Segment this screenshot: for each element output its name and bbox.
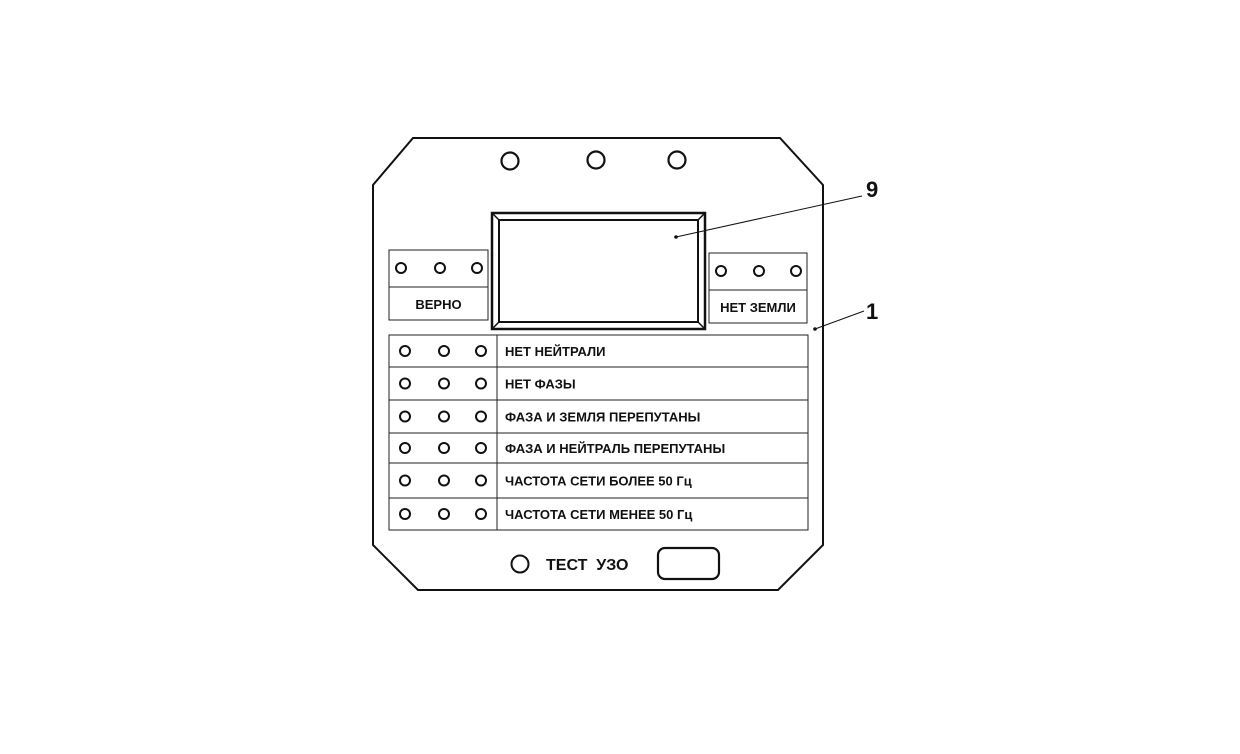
led-ring-icon (475, 345, 487, 357)
fault-row: НЕТ НЕЙТРАЛИ (388, 334, 809, 368)
test-button-icon[interactable] (656, 546, 721, 581)
led-ring-icon (475, 377, 487, 390)
led-ring-icon (753, 265, 765, 277)
fault-row: ЧАСТОТА СЕТИ МЕНЕЕ 50 Гц (388, 497, 809, 531)
callout-panel: 1 (813, 299, 878, 331)
led-ring-icon (475, 410, 487, 423)
led-ring-icon (586, 150, 606, 170)
led-ring-icon (475, 508, 487, 520)
fault-row: ФАЗА И НЕЙТРАЛЬ ПЕРЕПУТАНЫ (388, 432, 809, 464)
led-ring-icon (715, 265, 727, 277)
led-ring-icon (500, 151, 520, 171)
indicator-no-ground: НЕТ ЗЕМЛИ (708, 252, 808, 324)
test-rcd-group: ТЕСТ УЗО (510, 546, 721, 581)
callout-label-display: 9 (866, 177, 878, 202)
led-ring-icon (395, 262, 407, 274)
led-ring-icon (438, 442, 450, 454)
fault-row-label: ФАЗА И ЗЕМЛЯ ПЕРЕПУТАНЫ (505, 410, 700, 425)
fault-row: ЧАСТОТА СЕТИ БОЛЕЕ 50 Гц (388, 462, 809, 499)
led-ring-icon (399, 474, 411, 487)
fault-row-label: ЧАСТОТА СЕТИ БОЛЕЕ 50 Гц (505, 474, 692, 489)
fault-row-label: ЧАСТОТА СЕТИ МЕНЕЕ 50 Гц (505, 507, 692, 522)
fault-row-label: ФАЗА И НЕЙТРАЛЬ ПЕРЕПУТАНЫ (505, 441, 725, 456)
led-ring-icon (434, 262, 446, 274)
led-ring-icon (475, 442, 487, 454)
fault-row-label: НЕТ ФАЗЫ (505, 377, 576, 392)
fault-indicator-table: НЕТ НЕЙТРАЛИ НЕТ ФАЗЫ ФАЗА И ЗЕМЛЯ ПЕРЕПУТ… (388, 334, 809, 531)
indicator-correct-label: ВЕРНО (415, 297, 461, 312)
led-ring-icon (667, 150, 687, 170)
led-ring-icon (399, 442, 411, 454)
led-ring-icon (399, 345, 411, 357)
fault-row: НЕТ ФАЗЫ (388, 366, 809, 401)
led-ring-icon (790, 265, 802, 277)
display-window (490, 211, 707, 331)
led-ring-icon (399, 508, 411, 520)
indicator-correct: ВЕРНО (388, 249, 489, 321)
led-ring-icon (438, 345, 450, 357)
led-ring-icon (438, 508, 450, 520)
top-led-group (500, 150, 687, 171)
indicator-no-ground-label: НЕТ ЗЕМЛИ (720, 300, 796, 315)
callout-display: 9 (674, 177, 878, 239)
led-ring-icon (438, 474, 450, 487)
led-ring-icon (399, 377, 411, 390)
led-ring-icon (475, 474, 487, 487)
led-ring-icon (438, 410, 450, 423)
led-ring-icon (510, 554, 530, 574)
led-ring-icon (471, 262, 483, 274)
fault-row: ФАЗА И ЗЕМЛЯ ПЕРЕПУТАНЫ (388, 399, 809, 434)
fault-row-label: НЕТ НЕЙТРАЛИ (505, 344, 606, 359)
test-rcd-label: ТЕСТ УЗО (546, 557, 628, 574)
led-ring-icon (438, 377, 450, 390)
callout-label-panel: 1 (866, 299, 878, 324)
led-ring-icon (399, 410, 411, 423)
